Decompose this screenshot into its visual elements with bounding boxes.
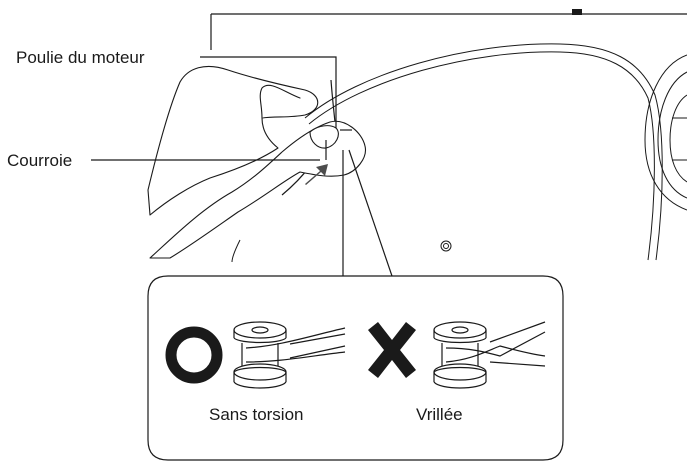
- label-motor-pulley: Poulie du moteur: [16, 48, 337, 128]
- motor-pulley-leader-line: [200, 56, 337, 128]
- push-arrow: [305, 164, 328, 185]
- motor-pulley: [309, 125, 339, 149]
- correct-example: Sans torsion: [165, 321, 346, 424]
- pulley-untwisted-icon: [233, 321, 346, 389]
- wrong-caption: Vrillée: [416, 405, 463, 424]
- correct-caption: Sans torsion: [209, 405, 304, 424]
- turntable-chassis: [210, 9, 687, 50]
- inset-frame: [147, 275, 564, 461]
- lower-hand: [149, 120, 366, 259]
- belt-label: Courroie: [7, 151, 72, 170]
- label-belt: Courroie: [7, 151, 320, 170]
- platter-hub: [644, 54, 687, 211]
- motor-pulley-label: Poulie du moteur: [16, 48, 145, 67]
- upper-hand-finger: [259, 84, 301, 119]
- inset-callout-lines: [342, 149, 393, 277]
- pulley-twisted-icon: [433, 321, 546, 389]
- cross-mark-icon: [368, 322, 416, 378]
- wrong-example: Vrillée: [368, 321, 546, 424]
- platter: [231, 43, 663, 263]
- circle-mark-icon: [165, 326, 223, 384]
- platter-screw-hole: [440, 240, 452, 252]
- hands-illustration: [147, 65, 366, 259]
- detail-inset: Sans torsion Vrillée: [147, 275, 564, 461]
- chassis-top-knob: [572, 9, 582, 15]
